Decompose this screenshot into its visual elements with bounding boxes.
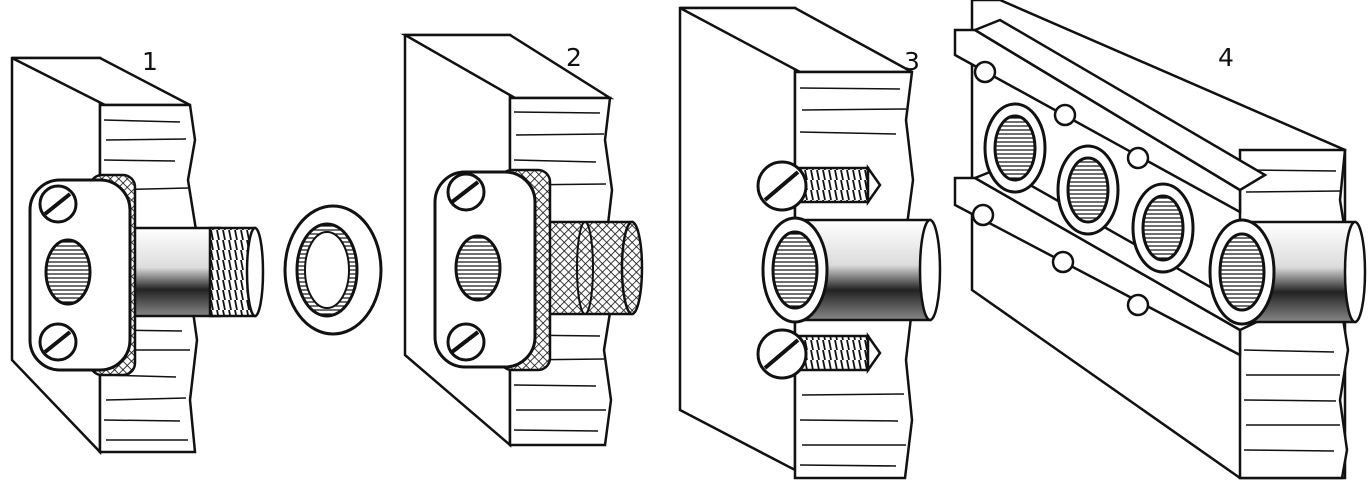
lower-clamp-rail: [953, 176, 1242, 358]
plate-bushing: [983, 102, 1047, 194]
lock-nut: [283, 204, 383, 336]
figure-label-1: 1: [142, 47, 158, 76]
screw-icon: [38, 184, 78, 224]
rail-screw-holes: [971, 60, 1150, 317]
figure-label-4: 4: [1218, 43, 1234, 72]
bushing-bore: [1218, 232, 1266, 312]
plate-bushing: [1131, 182, 1195, 274]
bushing-bore: [44, 238, 92, 306]
figure-1: 1: [10, 47, 383, 456]
bushing-bore: [454, 234, 502, 302]
broken-edge-hatching: [799, 87, 907, 467]
screw-icon: [446, 322, 486, 362]
figure-4: 4: [953, 0, 1367, 480]
bushing-bore: [771, 230, 819, 310]
figure-label-3: 3: [904, 47, 920, 76]
bushing-shank: [128, 226, 222, 318]
broken-edge-hatching: [1243, 169, 1341, 452]
figure-label-2: 2: [566, 43, 582, 72]
plate-bushing: [1056, 144, 1120, 236]
knurled-shank: [538, 220, 634, 316]
figure-2: 2: [400, 33, 644, 448]
screw-icon: [38, 322, 78, 362]
upper-clamp-rail: [953, 28, 1242, 215]
screw-icon: [756, 160, 882, 212]
figure-3: 3: [678, 6, 942, 480]
screw-icon: [446, 172, 486, 212]
screw-icon: [756, 328, 882, 380]
